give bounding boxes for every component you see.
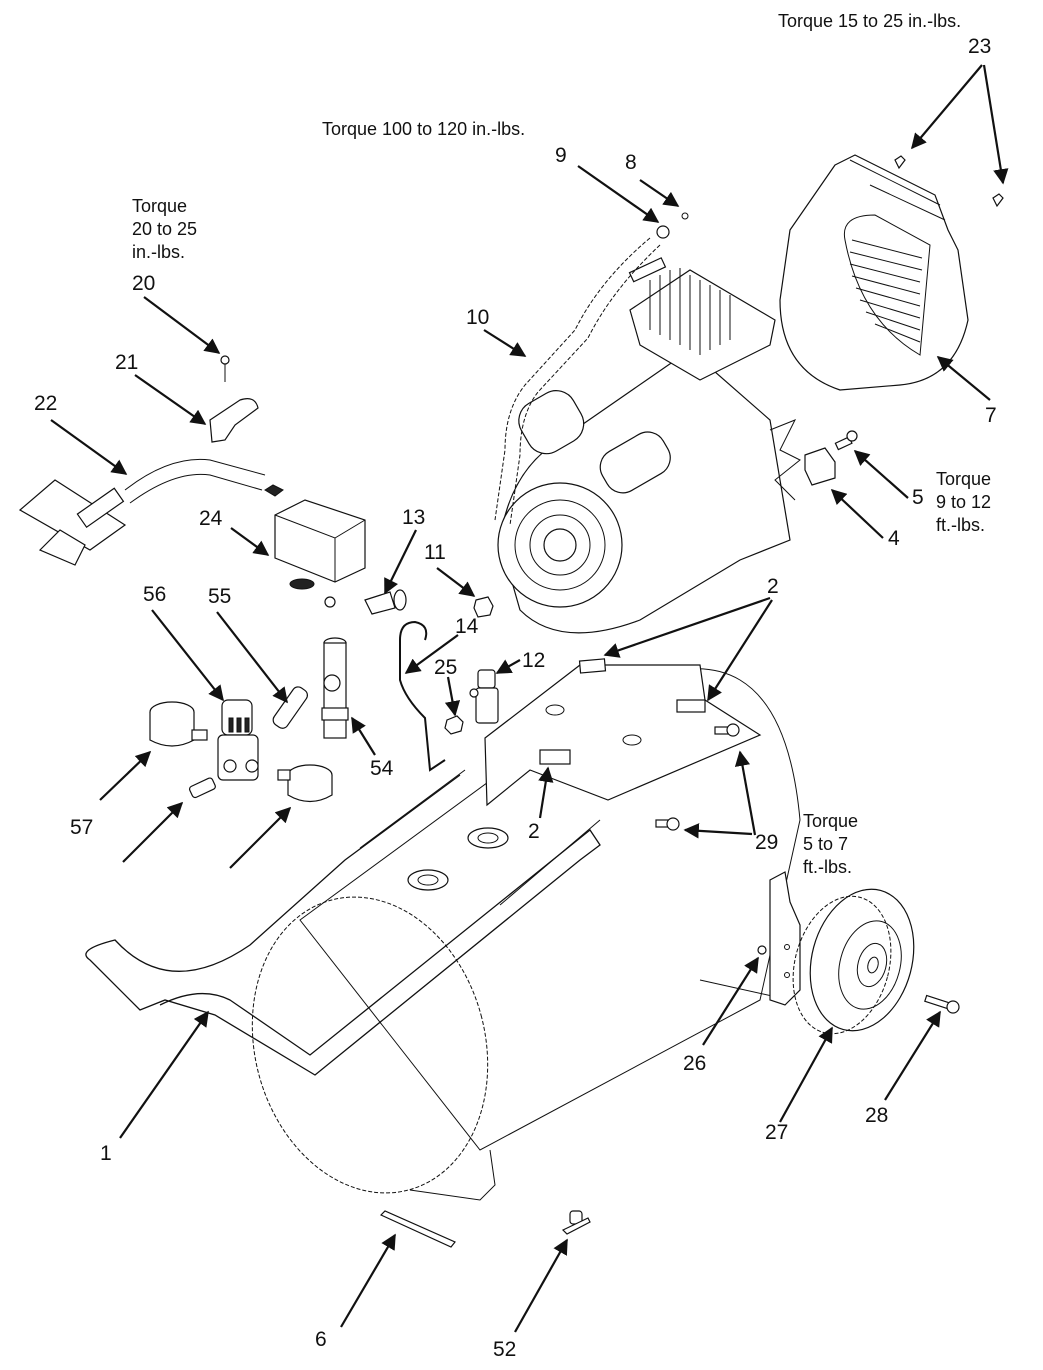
quick-coupler-57	[188, 777, 216, 799]
callout-20: 21	[115, 351, 139, 374]
callout-6: 6	[315, 1328, 327, 1351]
wheel-part	[792, 888, 915, 1035]
callout-12: 12	[522, 649, 546, 672]
callout-54: 56	[143, 583, 167, 606]
nipple-53	[272, 686, 308, 729]
callout-28: 29	[755, 831, 779, 854]
callout-25: 26	[683, 1052, 707, 1075]
safety-valve-12	[469, 669, 499, 724]
foot-pad-6	[379, 1210, 456, 1248]
isolator-4	[804, 447, 836, 486]
screw-19	[220, 355, 230, 382]
callout-24: 25	[434, 656, 458, 679]
callout-19: 20	[132, 272, 156, 295]
callout-26: 27	[765, 1121, 789, 1144]
unloader-tube-14	[399, 620, 446, 772]
callout-29: 52	[493, 1338, 517, 1361]
outlet-gauge-56	[277, 764, 333, 803]
power-cord-part	[18, 458, 284, 566]
callout-27: 28	[865, 1104, 889, 1127]
wheel-bracket	[757, 871, 801, 1006]
drain-valve-29	[561, 1210, 591, 1235]
callout-9: 9	[555, 144, 567, 167]
nut-11	[473, 596, 494, 618]
regulator-54	[217, 699, 259, 781]
pressure-switch-part	[274, 499, 366, 608]
callout-8: 8	[625, 151, 637, 174]
callout-2b: 2	[528, 820, 540, 843]
callout-55: 57	[70, 816, 94, 839]
callout-13: 13	[402, 506, 426, 529]
callout-leaders	[50, 64, 1009, 1333]
pump-shroud-part	[779, 154, 969, 391]
tube-nut-24	[444, 715, 464, 735]
callout-1: 1	[100, 1142, 112, 1165]
torque-note-28: Torque 5 to 7 ft.-lbs.	[803, 811, 859, 877]
mounting-plate	[484, 658, 762, 807]
bolt-5	[834, 430, 858, 451]
torque-note-5: Torque 9 to 12 ft.-lbs.	[936, 469, 992, 535]
callout-53: 55	[208, 585, 232, 608]
callout-7: 7	[985, 404, 997, 427]
manifold-52	[321, 637, 349, 739]
axle-bolt-27	[924, 994, 960, 1014]
torque-note-19: Torque 20 to 25 in.-lbs.	[132, 196, 198, 262]
air-tank	[251, 668, 801, 1201]
shroud-screws-22	[894, 155, 1004, 208]
torque-note-22: Torque 15 to 25 in.-lbs.	[778, 11, 962, 31]
tank-gauge-55	[149, 701, 208, 747]
callout-4: 4	[888, 527, 900, 550]
outlet-tube-part	[494, 212, 689, 526]
callout-22: 23	[968, 35, 992, 58]
check-valve-13	[364, 589, 407, 615]
mount-bolts-28	[655, 723, 740, 831]
callout-52: 54	[370, 757, 394, 780]
torque-note-9: Torque 100 to 120 in.-lbs.	[322, 119, 526, 139]
strain-relief-20	[209, 398, 259, 443]
handle-part	[85, 769, 601, 1076]
callout-21: 22	[34, 392, 58, 415]
callout-10: 10	[466, 306, 490, 329]
callout-2a: 2	[767, 575, 779, 598]
callout-14: 14	[455, 615, 479, 638]
callout-11: 11	[424, 541, 446, 564]
callout-23: 24	[199, 507, 223, 530]
motor-pump-assembly	[497, 257, 801, 634]
callout-5: 5	[912, 486, 924, 509]
